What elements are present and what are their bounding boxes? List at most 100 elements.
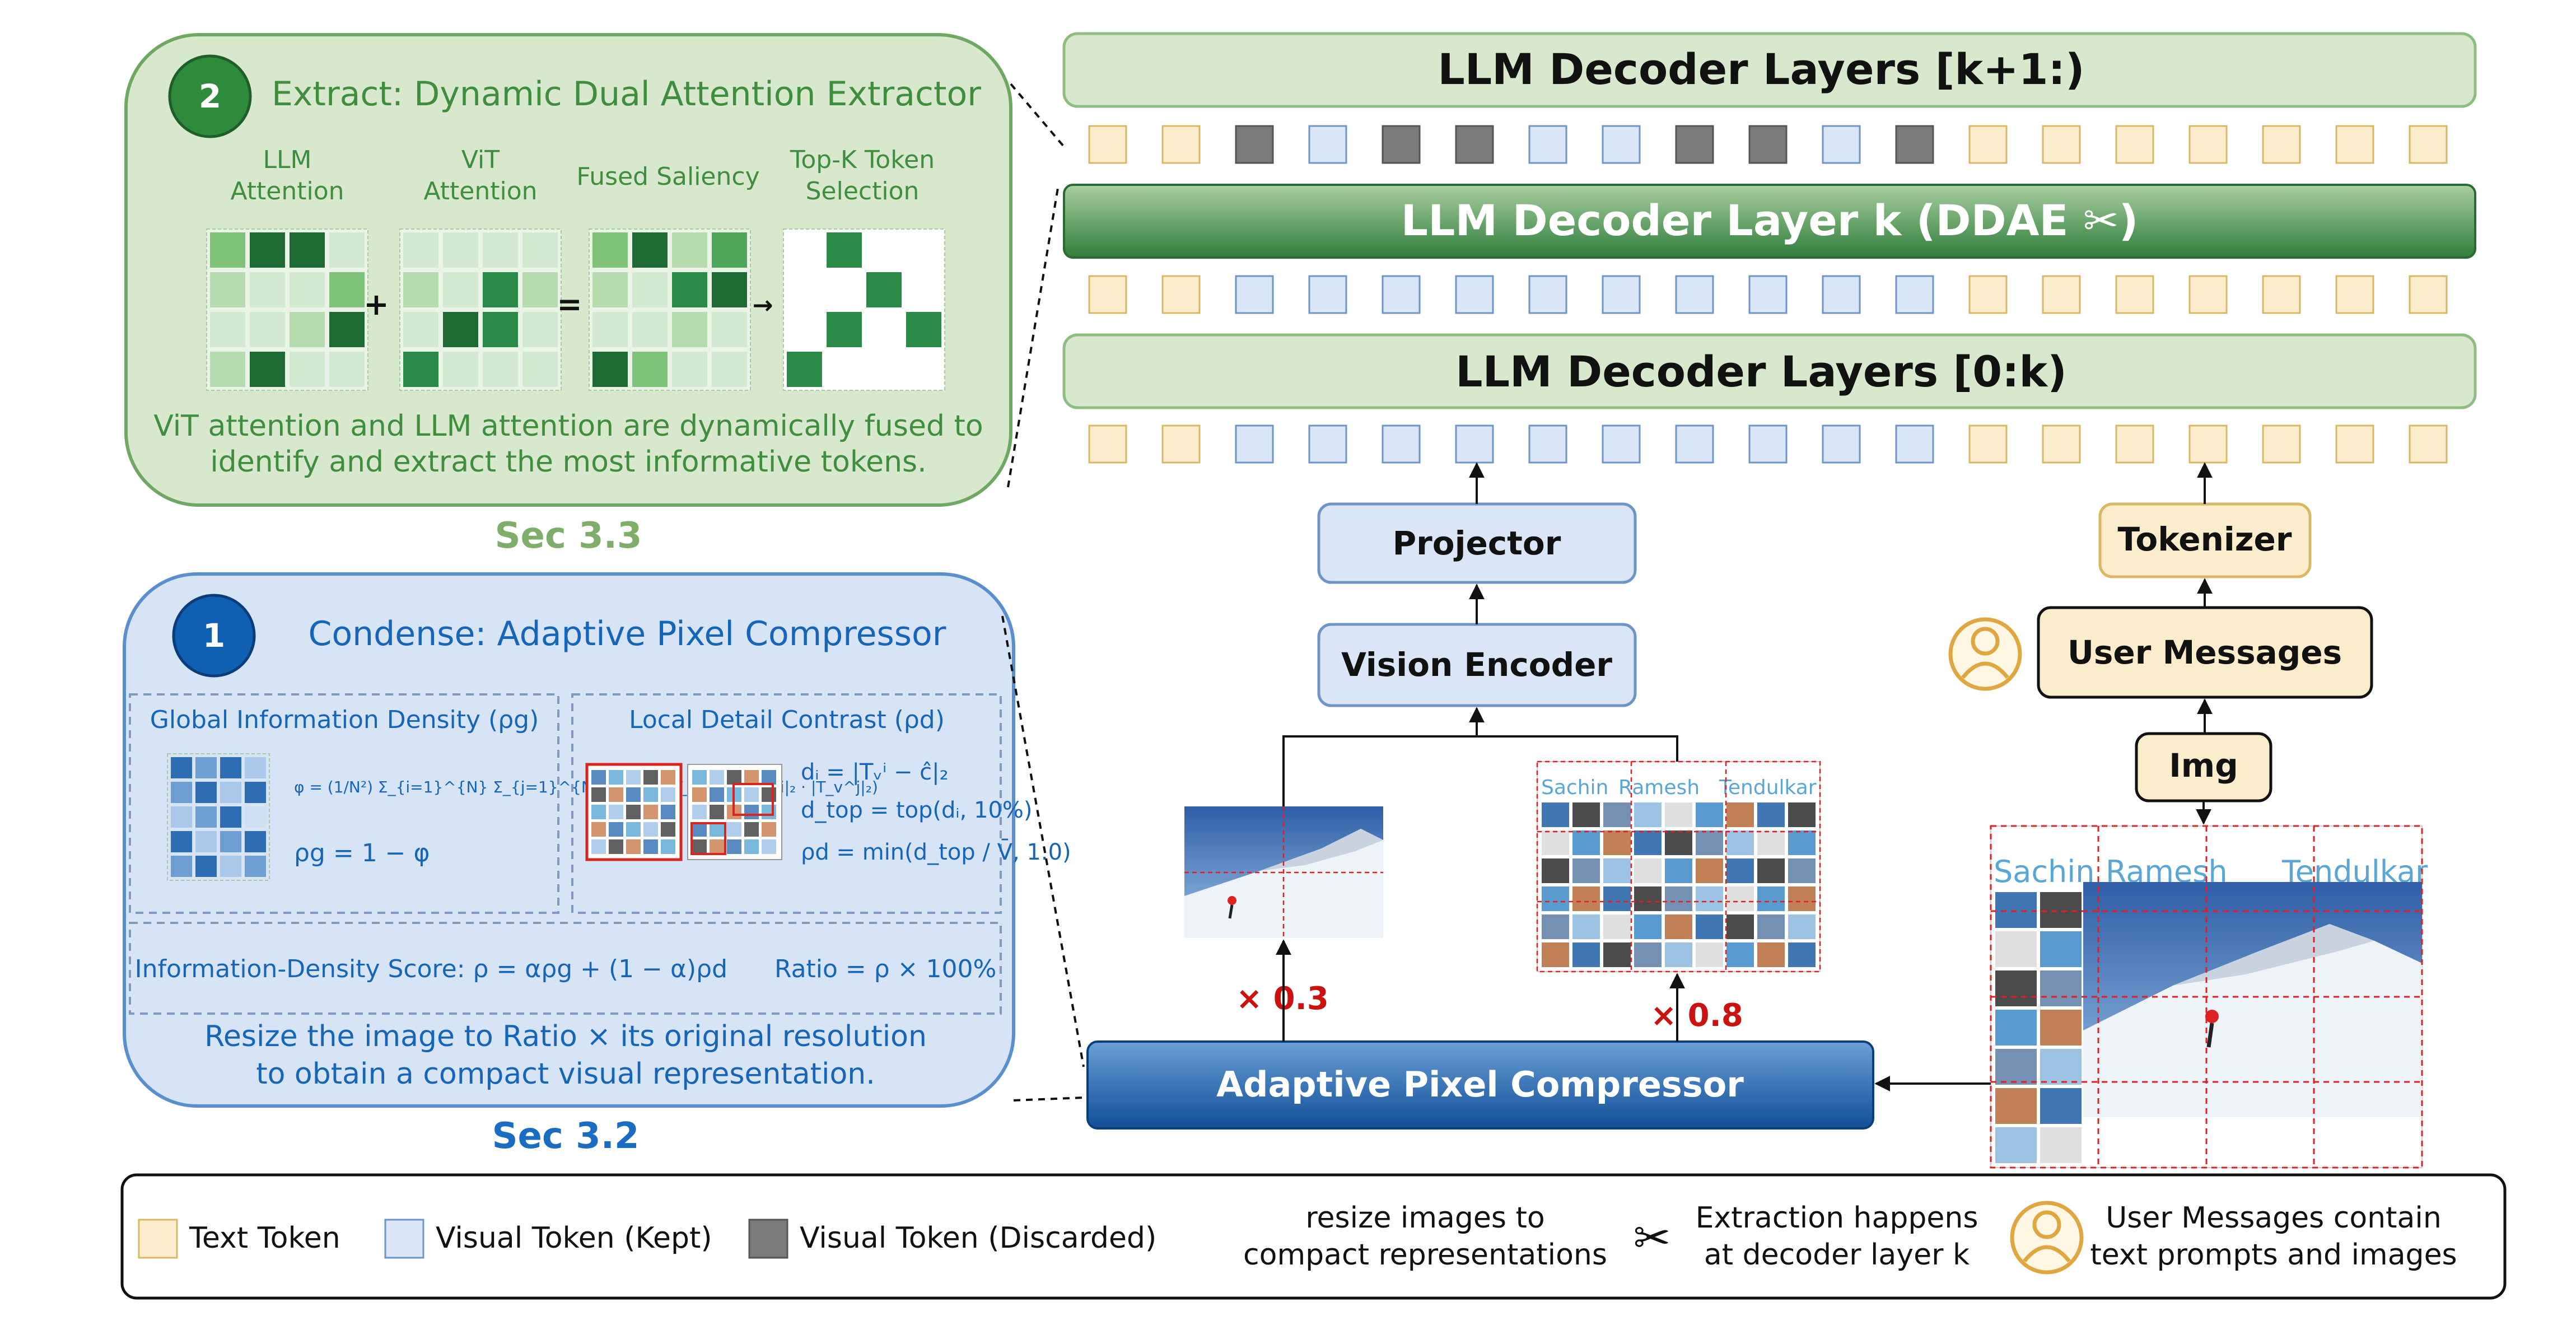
grid-cell xyxy=(329,312,365,347)
condense-panel: 1 Condense: Adaptive Pixel Compressor Gl… xyxy=(123,572,1071,1108)
sec-3-2-label: Sec 3.2 xyxy=(492,1116,639,1157)
grid-cell xyxy=(906,272,941,307)
token-text xyxy=(1088,424,1127,464)
token-kept xyxy=(1748,275,1788,314)
grid-cell xyxy=(329,232,365,268)
condense-connector xyxy=(1001,615,1085,1102)
token-text xyxy=(1088,125,1127,164)
grid-cell xyxy=(220,757,241,778)
grid-cell xyxy=(483,232,518,268)
legend-swatch-discarded xyxy=(748,1219,788,1259)
compressed-ski-image xyxy=(1184,806,1383,938)
extract-connector xyxy=(1007,83,1065,488)
legend-resize-1: resize images to xyxy=(1305,1201,1544,1235)
img-label: Img xyxy=(2169,746,2238,785)
sec-3-3-label: Sec 3.3 xyxy=(494,515,642,557)
plus-operator: + xyxy=(363,287,389,322)
grid-cell xyxy=(866,352,902,387)
grid-cell xyxy=(672,232,707,268)
token-kept xyxy=(1895,275,1934,314)
token-kept xyxy=(1675,275,1714,314)
extract-panel: 2 Extract: Dynamic Dual Attention Extrac… xyxy=(124,33,1012,507)
decoder-bottom: LLM Decoder Layers [0:k) xyxy=(1062,333,2477,409)
global-rho: ρg = 1 − φ xyxy=(294,839,430,867)
grid-cell xyxy=(171,782,192,803)
user-messages-box: User Messages xyxy=(2037,606,2373,699)
grid-cell xyxy=(290,352,325,387)
token-text xyxy=(2262,275,2301,314)
poster-name-1: Sachin xyxy=(1994,854,2095,889)
grid-cell xyxy=(522,272,558,307)
fused-saliency-label: Fused Saliency xyxy=(576,162,759,191)
tokenizer-box: Tokenizer xyxy=(2098,502,2312,578)
grid-cell xyxy=(787,272,822,307)
token-kept xyxy=(1748,424,1788,464)
grid-cell xyxy=(403,232,438,268)
grid-cell xyxy=(522,312,558,347)
projector-label: Projector xyxy=(1393,524,1561,562)
token-text xyxy=(2262,125,2301,164)
token-row-top xyxy=(1088,125,2448,164)
grid-cell xyxy=(210,312,245,347)
grid-cell xyxy=(290,312,325,347)
grid-cell xyxy=(250,232,285,268)
token-text xyxy=(2115,424,2154,464)
token-kept xyxy=(1675,424,1714,464)
grid-cell xyxy=(443,232,478,268)
grid-cell xyxy=(250,272,285,307)
adaptive-pixel-compressor: Adaptive Pixel Compressor xyxy=(1086,1040,1874,1130)
equals-operator: = xyxy=(557,287,582,322)
local-formula-3: ρd = min(d_top / V̄, 1.0) xyxy=(801,838,1071,865)
local-formula-2: d_top = top(dᵢ, 10%) xyxy=(801,797,1033,823)
token-kept xyxy=(1602,424,1641,464)
vision-encoder-label: Vision Encoder xyxy=(1341,646,1612,684)
token-text xyxy=(1161,125,1201,164)
decoder-top: LLM Decoder Layers [k+1:) xyxy=(1062,32,2477,108)
token-discarded xyxy=(1235,125,1274,164)
grid-cell xyxy=(632,352,668,387)
legend-user-icon xyxy=(2010,1201,2084,1275)
token-text xyxy=(1968,424,2008,464)
extract-title: Extract: Dynamic Dual Attention Extracto… xyxy=(272,74,981,114)
local-contrast-title: Local Detail Contrast (ρd) xyxy=(629,706,945,734)
token-discarded xyxy=(1748,125,1788,164)
projector-box: Projector xyxy=(1317,502,1637,584)
grid-cell xyxy=(443,272,478,307)
token-text xyxy=(2409,424,2448,464)
token-kept xyxy=(1235,275,1274,314)
token-text xyxy=(1968,125,2008,164)
grid-cell xyxy=(906,352,941,387)
token-text xyxy=(1161,275,1201,314)
decoder-mid: LLM Decoder Layer k (DDAE ✂) xyxy=(1063,184,2476,259)
legend-swatch-kept xyxy=(384,1219,424,1259)
token-kept xyxy=(1455,275,1494,314)
legend-swatch-text xyxy=(138,1219,178,1259)
grid-cell xyxy=(827,312,862,347)
token-text xyxy=(2409,125,2448,164)
grid-cell xyxy=(250,312,285,347)
grid-cell xyxy=(522,352,558,387)
llm-attention-grid xyxy=(206,228,368,391)
grid-cell xyxy=(220,782,241,803)
extract-caption-1: ViT attention and LLM attention are dyna… xyxy=(153,409,983,443)
grid-cell xyxy=(245,757,266,778)
condense-caption-1: Resize the image to Ratio × its original… xyxy=(204,1020,927,1053)
token-kept xyxy=(1382,424,1421,464)
user-icon xyxy=(1948,617,2022,691)
tokenizer-label: Tokenizer xyxy=(2118,520,2292,558)
grid-cell xyxy=(245,856,266,877)
density-score: Information-Density Score: ρ = αρg + (1 … xyxy=(135,955,997,983)
grid-cell xyxy=(866,272,902,307)
grid-cell xyxy=(245,831,266,852)
decoder-bottom-label: LLM Decoder Layers [0:k) xyxy=(1455,347,2067,396)
token-text xyxy=(1088,275,1127,314)
legend-user-2: text prompts and images xyxy=(2090,1238,2457,1272)
grid-cell xyxy=(632,232,668,268)
legend-extraction-2: at decoder layer k xyxy=(1704,1238,1970,1272)
token-kept xyxy=(1822,125,1861,164)
token-discarded xyxy=(1675,125,1714,164)
legend-extraction-1: Extraction happens xyxy=(1696,1201,1978,1235)
grid-cell xyxy=(210,232,245,268)
